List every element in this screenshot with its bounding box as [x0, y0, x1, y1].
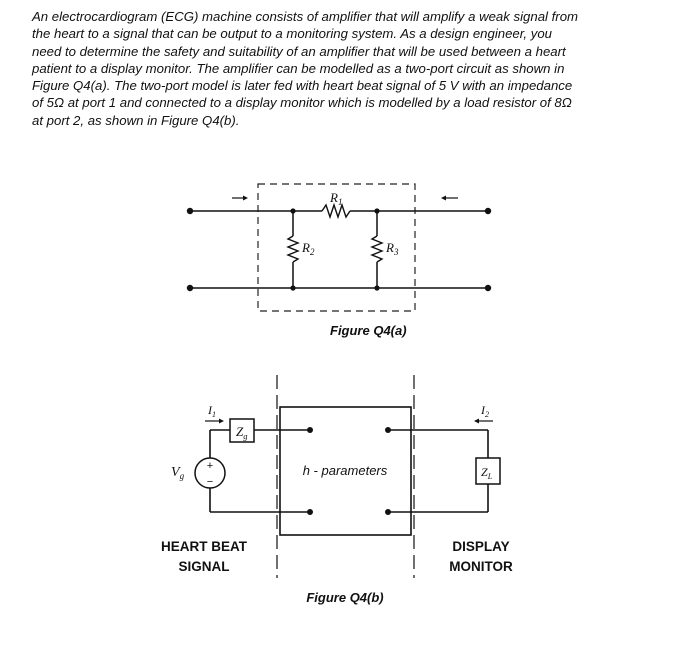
- caption-figure-q4a: Figure Q4(a): [330, 323, 407, 338]
- terminal-1-bottom: [186, 284, 194, 292]
- i1-arrowhead: [219, 418, 224, 424]
- current-arrowhead-port1: [243, 195, 248, 201]
- display-monitor-label-line1: DISPLAY: [452, 539, 509, 554]
- current-arrowhead-port2: [441, 195, 446, 201]
- h-parameter-block: [279, 406, 412, 536]
- label-i1: I1: [207, 403, 216, 419]
- heart-beat-label-line1: HEART BEAT: [161, 539, 248, 554]
- source-minus: −: [207, 476, 213, 488]
- problem-line-1: An electrocardiogram (ECG) machine consi…: [32, 9, 579, 24]
- zg-impedance-box: [229, 418, 255, 443]
- terminal-2-bottom: [484, 284, 492, 292]
- label-r3: R3: [385, 240, 399, 257]
- problem-line-6: of 5Ω at port 1 and connected to a displ…: [32, 95, 572, 111]
- port2-top-terminal: [385, 427, 391, 433]
- label-i2: I2: [480, 403, 489, 419]
- problem-line-2: the heart to a signal that can be output…: [32, 26, 553, 42]
- problem-line-7: at port 2, as shown in Figure Q4(b).: [32, 112, 240, 128]
- two-port-box-dashed: [257, 183, 416, 312]
- problem-line-3: need to determine the safety and suitabi…: [32, 43, 566, 59]
- terminal-1-top: [186, 207, 194, 215]
- zl-load-box: [475, 457, 501, 485]
- display-monitor-label-line2: MONITOR: [449, 559, 513, 574]
- problem-line-5: Figure Q4(a). The two-port model is late…: [32, 78, 573, 94]
- label-vg: Vg: [171, 465, 185, 481]
- i2-arrowhead: [474, 418, 479, 424]
- label-r1: R1: [329, 190, 342, 207]
- h-parameters-label: h - parameters: [303, 463, 388, 478]
- terminal-2-top: [484, 207, 492, 215]
- resistor-r2: [286, 235, 300, 263]
- figure-q4b: h - parameters Zg + − Vg: [161, 375, 513, 605]
- heart-beat-label-line2: SIGNAL: [178, 559, 229, 574]
- label-zl: ZL: [481, 465, 493, 481]
- label-zg: Zg: [236, 424, 247, 441]
- source-plus: +: [207, 460, 213, 472]
- figure-q4a: R1 R2 R3 Figure Q4(a): [186, 183, 492, 338]
- caption-figure-q4b: Figure Q4(b): [306, 590, 383, 605]
- voltage-source-icon: [194, 457, 226, 489]
- resistor-r3: [370, 235, 384, 263]
- port1-bottom-terminal: [307, 509, 313, 515]
- problem-line-4: patient to a display monitor. The amplif…: [32, 60, 565, 76]
- label-r2: R2: [301, 240, 315, 257]
- problem-statement: An electrocardiogram (ECG) machine consi…: [32, 8, 672, 129]
- resistor-r1: [321, 202, 351, 220]
- port1-top-terminal: [307, 427, 313, 433]
- port2-bottom-terminal: [385, 509, 391, 515]
